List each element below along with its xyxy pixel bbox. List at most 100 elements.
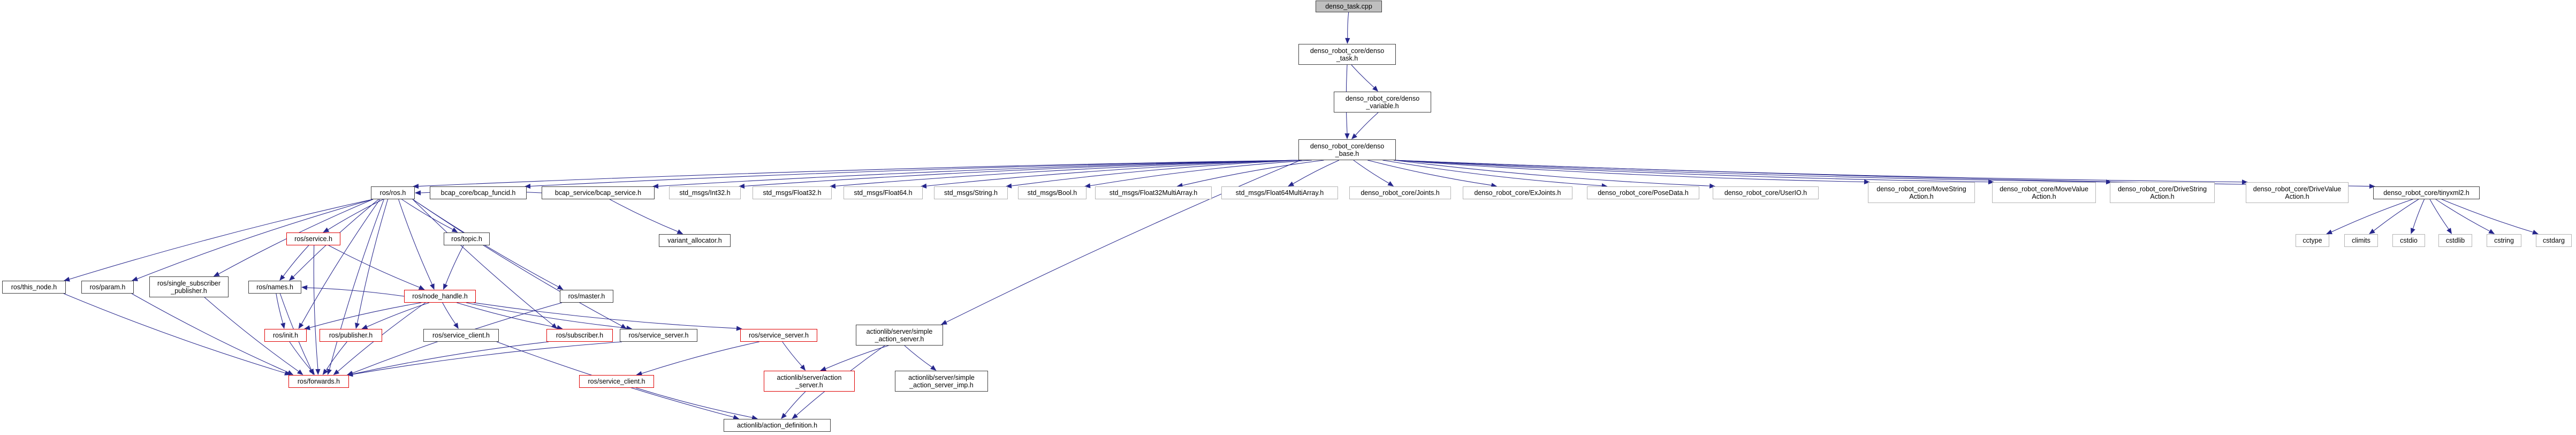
- graph-node[interactable]: ros/param.h: [81, 281, 134, 294]
- graph-edge: [307, 287, 405, 297]
- graph-edge-arrowhead: [430, 283, 435, 290]
- graph-edge: [352, 341, 549, 374]
- graph-edge: [1011, 160, 1302, 186]
- graph-node[interactable]: ros/init.h: [264, 329, 307, 342]
- graph-edge: [1393, 160, 1865, 183]
- graph-edge-arrowhead: [309, 369, 315, 375]
- graph-node[interactable]: denso_robot_core/DriveString Action.h: [2110, 182, 2215, 203]
- graph-node[interactable]: ros/single_subscriber _publisher.h: [149, 276, 229, 297]
- graph-node[interactable]: denso_robot_core/Joints.h: [1349, 186, 1451, 199]
- graph-node[interactable]: denso_robot_core/denso _base.h: [1298, 139, 1396, 160]
- graph-edge-arrowhead: [301, 285, 308, 290]
- graph-node[interactable]: std_msgs/Float64MultiArray.h: [1221, 186, 1338, 199]
- graph-node[interactable]: denso_robot_core/DriveValue Action.h: [2246, 182, 2349, 203]
- graph-edge-arrowhead: [355, 322, 360, 329]
- graph-node[interactable]: bcap_service/bcap_service.h: [542, 186, 655, 199]
- graph-edge-arrowhead: [620, 324, 627, 329]
- graph-node[interactable]: denso_robot_core/denso _variable.h: [1334, 92, 1431, 112]
- graph-edge-arrowhead: [418, 285, 425, 290]
- graph-edge-arrowhead: [800, 364, 806, 371]
- graph-node[interactable]: ros/subscriber.h: [546, 329, 613, 342]
- graph-edge: [445, 245, 464, 285]
- graph-node[interactable]: ros/service_client.h: [423, 329, 499, 342]
- graph-node[interactable]: denso_robot_core/ExJoints.h: [1463, 186, 1572, 199]
- graph-edge: [1355, 112, 1379, 136]
- graph-edge: [325, 341, 347, 371]
- graph-node[interactable]: std_msgs/Float64.h: [844, 186, 923, 199]
- graph-edge-arrowhead: [1345, 38, 1350, 44]
- graph-node[interactable]: ros/service_client.h: [579, 375, 654, 388]
- graph-edge: [1367, 160, 1492, 186]
- graph-node[interactable]: std_msgs/Float32MultiArray.h: [1095, 186, 1212, 199]
- graph-node[interactable]: cstring: [2487, 234, 2521, 247]
- graph-edge-arrowhead: [941, 320, 947, 325]
- graph-edge: [466, 302, 627, 328]
- graph-node[interactable]: cstdlib: [2438, 234, 2472, 247]
- graph-edge: [398, 199, 432, 284]
- graph-node[interactable]: climits: [2344, 234, 2378, 247]
- graph-node[interactable]: ros/publisher.h: [320, 329, 382, 342]
- graph-edge-arrowhead: [415, 190, 421, 196]
- graph-edge-arrowhead: [298, 322, 304, 329]
- graph-node[interactable]: ros/master.h: [560, 290, 613, 303]
- graph-edge: [1351, 64, 1374, 88]
- graph-edge: [328, 245, 420, 288]
- graph-edge-arrowhead: [327, 369, 332, 375]
- graph-node[interactable]: denso_robot_core/MoveValue Action.h: [1992, 182, 2096, 203]
- graph-edge: [1353, 160, 1389, 184]
- graph-node[interactable]: std_msgs/Bool.h: [1018, 186, 1086, 199]
- graph-node[interactable]: ros/this_node.h: [2, 281, 66, 294]
- graph-node[interactable]: actionlib/server/simple _action_server_i…: [895, 371, 988, 392]
- graph-node[interactable]: ros/ros.h: [371, 186, 415, 199]
- graph-node[interactable]: actionlib/server/action _server.h: [764, 371, 855, 392]
- graph-node[interactable]: ros/service_server.h: [620, 329, 697, 342]
- graph-node[interactable]: ros/names.h: [248, 281, 301, 294]
- graph-edge: [473, 302, 737, 329]
- graph-edge: [2373, 199, 2419, 231]
- graph-node[interactable]: denso_robot_core/denso _task.h: [1298, 44, 1396, 65]
- graph-edge: [1393, 160, 1989, 183]
- graph-node[interactable]: denso_robot_core/tinyxml2.h: [2373, 186, 2480, 199]
- graph-edge-arrowhead: [315, 369, 321, 375]
- graph-edge: [641, 341, 759, 374]
- graph-edge-arrowhead: [2369, 228, 2375, 234]
- graph-edge: [289, 341, 311, 371]
- graph-node[interactable]: ros/service.h: [286, 232, 340, 245]
- graph-edge: [329, 199, 384, 370]
- graph-edge-arrowhead: [1387, 181, 1394, 186]
- graph-edge: [1090, 160, 1312, 186]
- graph-node[interactable]: cctype: [2296, 234, 2329, 247]
- graph-node[interactable]: std_msgs/Float32.h: [753, 186, 832, 199]
- graph-edge: [328, 199, 384, 230]
- graph-node[interactable]: denso_task.cpp: [1316, 1, 1382, 12]
- graph-edge-arrowhead: [2446, 228, 2452, 234]
- graph-edge: [635, 387, 753, 418]
- graph-edge-arrowhead: [451, 227, 458, 232]
- graph-node[interactable]: ros/forwards.h: [288, 375, 349, 388]
- graph-node[interactable]: cstdio: [2392, 234, 2425, 247]
- graph-edge: [352, 341, 622, 375]
- graph-node[interactable]: bcap_core/bcap_funcid.h: [430, 186, 527, 199]
- graph-node[interactable]: std_msgs/Int32.h: [669, 186, 741, 199]
- graph-edge: [1182, 160, 1324, 186]
- graph-node[interactable]: ros/topic.h: [444, 232, 490, 245]
- graph-node[interactable]: std_msgs/String.h: [934, 186, 1008, 199]
- graph-node[interactable]: denso_robot_core/UserIO.h: [1713, 186, 1819, 199]
- graph-node[interactable]: cstdarg: [2536, 234, 2572, 247]
- graph-node[interactable]: actionlib/server/simple _action_server.h: [856, 325, 943, 346]
- graph-node[interactable]: denso_robot_core/MoveString Action.h: [1868, 182, 1975, 203]
- graph-edge: [825, 345, 889, 369]
- graph-node[interactable]: variant_allocator.h: [659, 234, 731, 247]
- graph-edge-arrowhead: [323, 227, 330, 232]
- graph-node[interactable]: ros/service_server.h: [740, 329, 817, 342]
- graph-edge: [2331, 199, 2413, 232]
- graph-edge: [1293, 160, 1340, 184]
- graph-node[interactable]: actionlib/action_definition.h: [724, 419, 831, 432]
- graph-edge: [609, 199, 678, 232]
- graph-edge: [2429, 199, 2449, 230]
- graph-edge-arrowhead: [279, 274, 285, 281]
- graph-node[interactable]: ros/node_handle.h: [404, 290, 476, 303]
- graph-edge: [1347, 12, 1349, 39]
- graph-edge-arrowhead: [557, 284, 564, 290]
- graph-node[interactable]: denso_robot_core/PoseData.h: [1587, 186, 1699, 199]
